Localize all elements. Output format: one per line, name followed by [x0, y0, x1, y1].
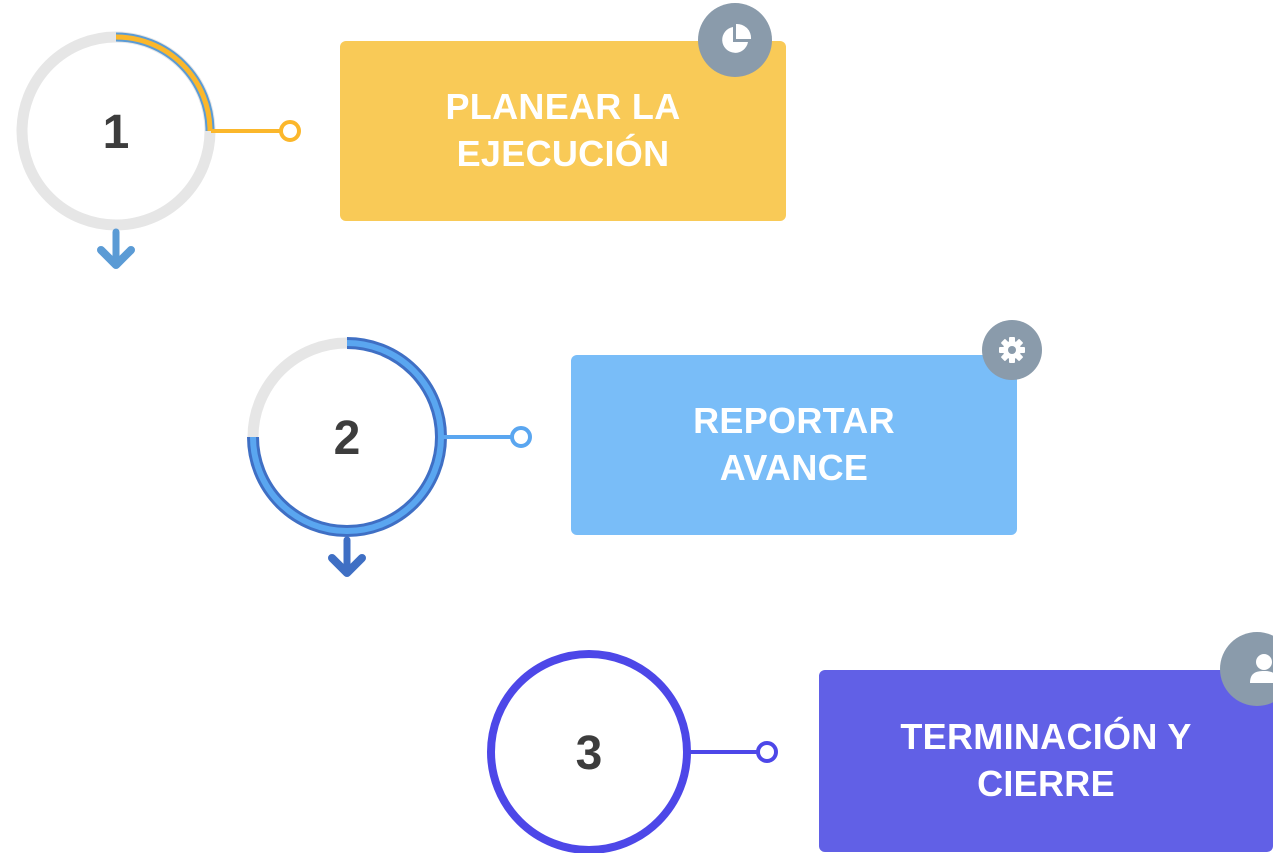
- step2-down-arrow-icon: [328, 536, 366, 577]
- step3-title-line2: CIERRE: [977, 763, 1115, 804]
- step3-number: 3: [575, 727, 603, 780]
- step2-connector-dot: [510, 426, 532, 448]
- gear-icon: [982, 320, 1042, 380]
- step2-card: REPORTAR AVANCE: [571, 355, 1017, 535]
- step3-card: TERMINACIÓN Y CIERRE: [819, 670, 1273, 852]
- user-icon: [1220, 632, 1273, 706]
- step1-title-line1: PLANEAR LA: [445, 86, 681, 128]
- step2-title-line1: REPORTAR: [693, 400, 895, 442]
- step1-number: 1: [102, 106, 130, 159]
- step3-connector-dot: [756, 741, 778, 763]
- step2-ring-progress: [250, 340, 444, 534]
- step2-number: 2: [333, 412, 361, 465]
- step3-ring-progress: [487, 650, 691, 853]
- step1-title-line2: EJECUCIÓN: [456, 133, 670, 174]
- step1-down-arrow-icon: [97, 228, 135, 269]
- step3-title-line1: TERMINACIÓN Y: [900, 716, 1192, 758]
- step2-title-line2: AVANCE: [719, 447, 869, 488]
- step1-ring-progress: [115, 34, 213, 132]
- step1-connector-dot: [279, 120, 301, 142]
- pie-chart-icon: [698, 3, 772, 77]
- step1-card: PLANEAR LA EJECUCIÓN: [340, 41, 786, 221]
